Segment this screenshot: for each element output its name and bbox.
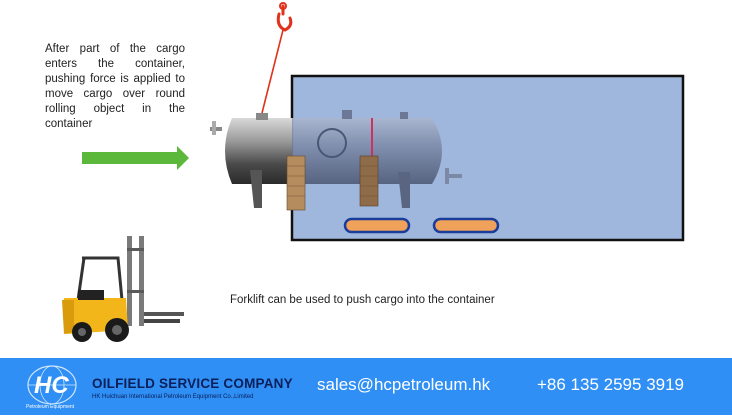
logo-text: HC — [34, 372, 69, 399]
footer-banner: HC Petroleum Equipment OILFIELD SERVICE … — [0, 358, 732, 415]
pressure-vessel — [210, 110, 462, 208]
caption-forklift: Forklift can be used to push cargo into … — [230, 294, 495, 306]
logo-subtext: Petroleum Equipment — [26, 404, 75, 410]
push-arrow-icon — [82, 146, 189, 170]
crane-hook-icon — [261, 2, 293, 114]
rollers — [343, 217, 500, 234]
company-name: OILFIELD SERVICE COMPANY — [92, 376, 293, 391]
caption-rolling-explanation: After part of the cargo enters the conta… — [45, 43, 185, 130]
forklift-icon — [62, 236, 184, 342]
company-logo-icon: HC — [27, 365, 77, 405]
wooden-support-blocks — [286, 155, 379, 211]
contact-phone[interactable]: +86 135 2595 3919 — [537, 375, 685, 394]
company-subtitle: HK Huichuan International Petroleum Equi… — [92, 394, 254, 400]
contact-email[interactable]: sales@hcpetroleum.hk — [317, 375, 491, 394]
